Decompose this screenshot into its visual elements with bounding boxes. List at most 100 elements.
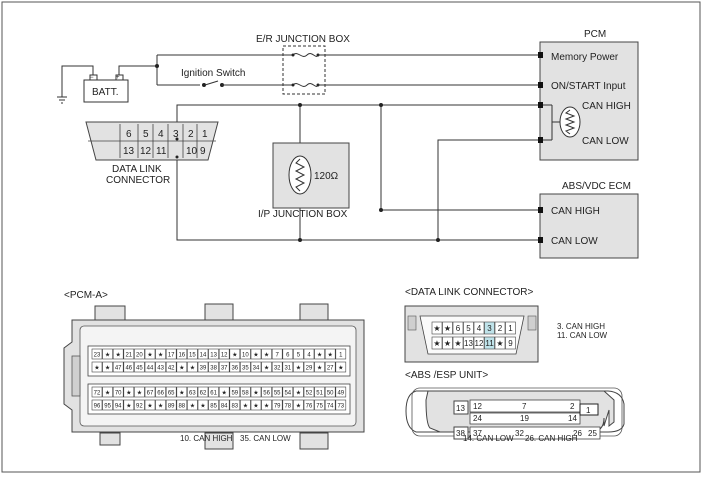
pcm-a-pin-89: 89 [168, 404, 175, 410]
dlc-view-pin-13: 13 [464, 339, 473, 348]
pcm-a-pin-cell [208, 348, 219, 360]
circuit-diagram: − + BATT. Ignition Switch E/R JUNCTION B… [57, 29, 639, 259]
dlc-view-pin-empty: ★ [454, 339, 461, 348]
pcm-a-pin-67: 67 [147, 391, 154, 397]
pcm-a-pin-empty: ★ [147, 403, 152, 410]
pcm-a-pin-cell [293, 399, 304, 411]
dlc-view-pin-1: 1 [508, 324, 513, 333]
dlc-pin-cell [505, 336, 516, 350]
pcm-a-pin-cell [134, 361, 145, 373]
pcm-a-pin-empty: ★ [253, 403, 258, 410]
abs-esp-connector: <ABS /ESP UNIT> 13 38 12 7 2 24 19 14 37… [405, 370, 625, 443]
pcm-a-pin-cell [102, 348, 113, 360]
dlc-pin-cell [505, 321, 516, 335]
pcm-a-pin-36: 36 [231, 366, 238, 372]
pcm-a-pin-cell [165, 399, 177, 411]
pcm-a-pin-10: 10 [242, 353, 249, 359]
pcm-a-pin-empty: ★ [126, 403, 131, 410]
dlc-pin-cell [473, 321, 485, 335]
ip-junction-box: 120Ω I/P JUNCTION BOX [258, 142, 350, 220]
pcm-a-pin-cell [250, 399, 262, 411]
dlc-pin-cell [484, 336, 495, 350]
pcm-a-pin-empty: ★ [105, 390, 110, 397]
pcm-a-pin-49: 49 [337, 391, 344, 397]
dlc-pin-11: 11 [156, 146, 167, 157]
pcm-a-pin-59: 59 [231, 391, 238, 397]
pcm-can-high: CAN HIGH [582, 101, 631, 112]
pcm-a-pin-62: 62 [200, 391, 207, 397]
pcm-a-pin-empty: ★ [328, 352, 333, 359]
pcm-a-pin-78: 78 [284, 404, 291, 410]
dlc-view-pin-11: 11 [485, 339, 494, 348]
pcm-a-pin-7: 7 [276, 353, 280, 359]
dlc-pin-4: 4 [158, 129, 164, 140]
pcm-a-pin-empty: ★ [296, 365, 301, 372]
pcm-a-pin-14: 14 [200, 353, 207, 359]
dlc-pin-cell [442, 336, 453, 350]
pcm-a-pin-47: 47 [115, 366, 122, 372]
pcm-a-pin-79: 79 [274, 404, 281, 410]
abs-pin-12: 12 [473, 402, 482, 411]
pcm-a-pin-23: 23 [94, 353, 101, 359]
pcm-a-pin-13: 13 [210, 353, 217, 359]
pcm-on-start-input: ON/START Input [551, 81, 626, 92]
pcm-a-pin-cell [271, 386, 283, 398]
pcm-a-pin-cell [282, 361, 294, 373]
pcm-a-pin-cell [250, 361, 262, 373]
pcm-a-pin-cell [155, 361, 166, 373]
pcm-a-pin-cell [112, 386, 124, 398]
pcm-a-pin-cell [123, 386, 135, 398]
pcm-a-pin-85: 85 [210, 404, 217, 410]
abs-pin-32: 32 [515, 429, 524, 438]
pcm-a-pin-cell [165, 386, 177, 398]
pcm-a-pin-cell [91, 361, 103, 373]
pcm-a-pin-cell [91, 386, 103, 398]
pcm-a-pin-cell [134, 399, 145, 411]
ip-junction-box-label: I/P JUNCTION BOX [258, 209, 348, 220]
pcm-memory-power: Memory Power [551, 52, 619, 63]
pcm-a-pin-cell [240, 361, 251, 373]
pcm-a-pin-cell [261, 348, 272, 360]
abs-pin-14: 14 [568, 414, 577, 423]
dlc-view-pin-empty: ★ [433, 339, 440, 348]
pcm-a-pin-50: 50 [327, 391, 334, 397]
pcm-a-pin-65: 65 [168, 391, 175, 397]
pcm-a-pin-cell [335, 348, 347, 360]
pcm-can-low: CAN LOW [582, 136, 629, 147]
abs-pin-19: 19 [520, 414, 529, 423]
pcm-a-pin-cell [218, 386, 230, 398]
dlc-pin-1: 1 [202, 129, 208, 140]
diagram-frame [1, 1, 701, 473]
pcm-a-pin-cell [176, 386, 188, 398]
pcm-a-pin-cell [165, 348, 177, 360]
abs-footer-can-high: 26. CAN HIGH [525, 434, 578, 443]
pcm-a-pin-39: 39 [200, 366, 207, 372]
pcm-a-pin-empty: ★ [317, 365, 322, 372]
dlc-pin-cell [452, 336, 464, 350]
pcm-a-pin-cell [208, 399, 219, 411]
pcm-a-pin-cell [144, 386, 156, 398]
abs-esp-title: <ABS /ESP UNIT> [405, 370, 488, 381]
pcm-a-pin-29: 29 [306, 366, 313, 372]
pcm-a-pin-cell [271, 348, 283, 360]
pcm-a-pin-5: 5 [297, 353, 301, 359]
pcm-a-pin-70: 70 [115, 391, 122, 397]
pcm-a-pin-45: 45 [136, 366, 143, 372]
pcm-a-pin-95: 95 [104, 404, 111, 410]
abs-pin-13: 13 [456, 404, 465, 413]
pcm-a-pin-cell [208, 361, 219, 373]
dlc-view-pin-3: 3 [487, 324, 492, 333]
pcm-a-pin-empty: ★ [200, 403, 205, 410]
abs-vdc-ecm-can-low: CAN LOW [551, 236, 598, 247]
er-junction-box: E/R JUNCTION BOX [256, 34, 350, 95]
pcm-a-pin-empty: ★ [317, 352, 322, 359]
pcm-a-pin-empty: ★ [243, 403, 248, 410]
resistor-value: 120Ω [314, 171, 339, 182]
dlc-view-pin-6: 6 [456, 324, 461, 333]
pcm-a-pin-cell [208, 386, 219, 398]
pcm-a-pin-cell [155, 399, 166, 411]
pcm-a-pin-cell [134, 386, 145, 398]
pcm-a-pin-cell [123, 399, 135, 411]
